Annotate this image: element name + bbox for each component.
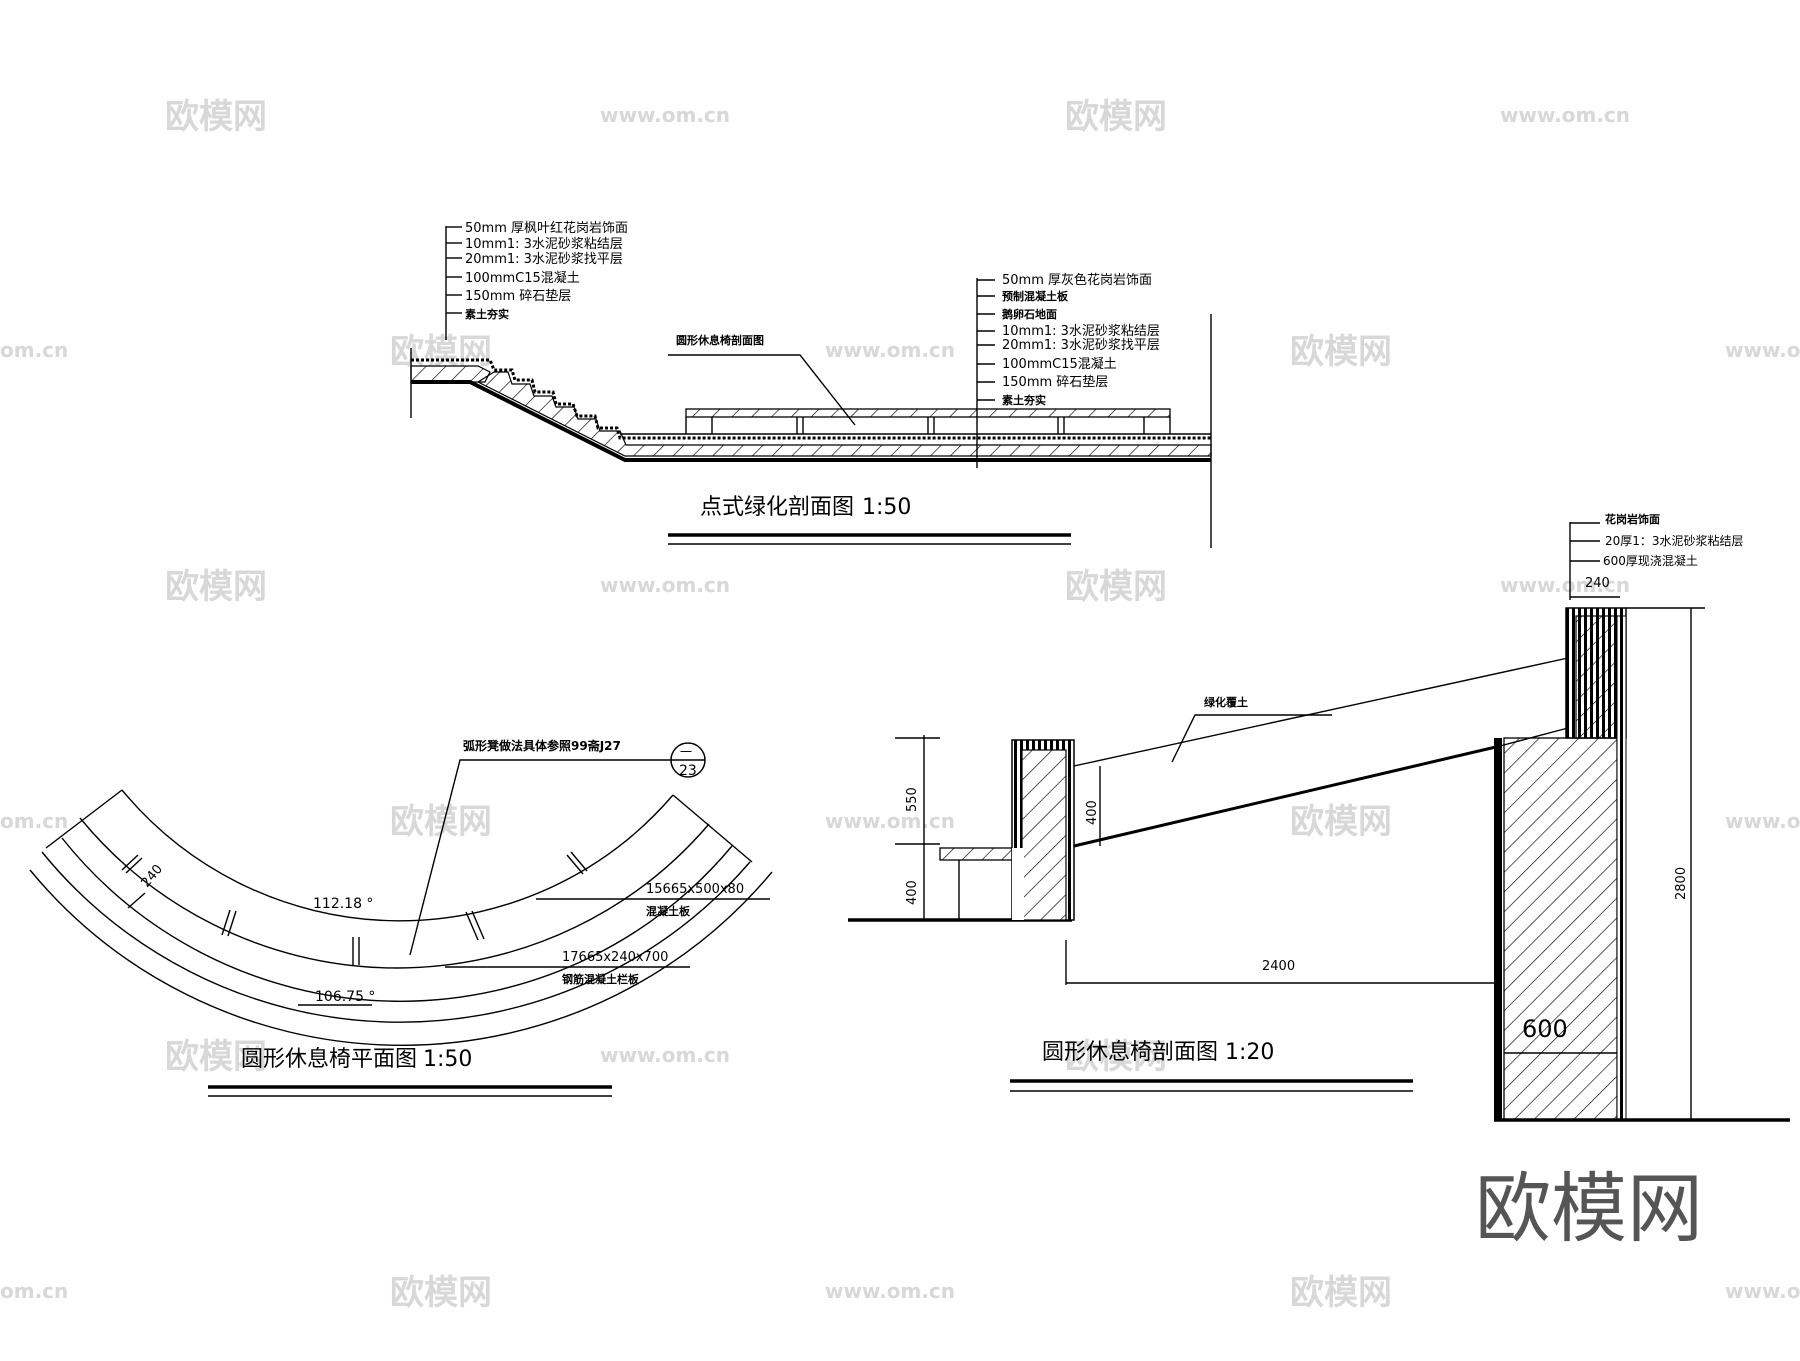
layer-label: 鹅卵石地面 [1002, 307, 1057, 321]
drawing-title: 圆形休息椅剖面图 [1042, 1040, 1218, 1065]
drawing-title: 点式绿化剖面图 [700, 495, 854, 520]
layer-label: 50mm 厚枫叶红花岗岩饰面 [465, 220, 628, 236]
watermark-logo: 欧模网 [1290, 1273, 1392, 1313]
watermark-url: www.om.cn [825, 1279, 955, 1303]
watermark-logo: 欧模网 [1290, 332, 1392, 372]
watermark-logo: 欧模网 [1065, 1037, 1167, 1077]
layer-label: 150mm 碎石垫层 [465, 288, 571, 304]
watermark-url: om.cn [0, 1279, 68, 1303]
bench-plan-drawing: 240 112.18 ° 106.75 ° 弧形凳做法具体参照99斋J27 一 … [29, 738, 773, 1097]
dim-back-height: 550 [905, 787, 920, 812]
layer-label: 20厚1：3水泥砂浆粘结层 [1605, 533, 1744, 548]
watermark-url: www.om.cn [825, 338, 955, 362]
drawing-scale: 1:50 [423, 1047, 472, 1072]
drawing-title: 圆形休息椅平面图 [241, 1047, 417, 1072]
layer-label: 素土夯实 [1002, 393, 1046, 407]
watermark-logo: 欧模网 [1290, 802, 1392, 842]
drawing-scale: 1:20 [1225, 1040, 1274, 1065]
layer-label: 50mm 厚灰色花岗岩饰面 [1002, 272, 1152, 288]
rail-size: 17665x240x700 [562, 950, 668, 965]
watermark-url: om.cn [0, 809, 68, 833]
detail-symbol-top: 一 [680, 745, 692, 759]
soil-label: 绿化覆土 [1204, 695, 1248, 709]
watermark-url: www.om.cn [1500, 103, 1630, 127]
callout-label: 圆形休息椅剖面图 [676, 333, 764, 347]
watermark-logo: 欧模网 [165, 567, 267, 607]
watermark-logo: 欧模网 [390, 332, 492, 372]
slab-size: 15665x500x80 [646, 882, 744, 897]
dim-width: 240 [139, 862, 166, 891]
layer-label: 100mmC15混凝土 [1002, 356, 1117, 372]
watermark-url: www.om.cn [1725, 809, 1800, 833]
watermark-logo: 欧模网 [390, 1273, 492, 1313]
watermark-url: www.om.cn [600, 573, 730, 597]
watermark-url: om.cn [0, 338, 68, 362]
watermark-logo: 欧模网 [1065, 97, 1167, 137]
dim-seat-height: 400 [905, 880, 920, 905]
layer-label: 花岗岩饰面 [1605, 512, 1660, 526]
watermark-url: www.om.cn [1725, 338, 1800, 362]
watermark-layer: 欧模网 www.om.cn 欧模网 www.om.cn om.cn 欧模网 ww… [0, 97, 1800, 1313]
bench-section-drawing: 550 400 400 绿化覆土 600 2400 2800 240 [848, 512, 1790, 1122]
slab-label: 混凝土板 [646, 904, 691, 918]
layer-label: 10mm1: 3水泥砂浆粘结层 [465, 237, 623, 252]
layer-label: 10mm1: 3水泥砂浆粘结层 [1002, 324, 1160, 339]
dim-soil-depth: 400 [1085, 800, 1100, 825]
rail-label: 钢筋混凝土栏板 [562, 972, 640, 986]
dim-total-height: 2800 [1674, 867, 1689, 900]
dim-top-width: 240 [1585, 576, 1610, 591]
layer-label: 预制混凝土板 [1002, 289, 1069, 303]
watermark-url: www.om.cn [1500, 573, 1630, 597]
drawing-scale: 1:50 [862, 495, 911, 520]
layer-label: 100mmC15混凝土 [465, 270, 580, 286]
watermark-url: www.om.cn [1725, 1279, 1800, 1303]
layer-label: 20mm1: 3水泥砂浆找平层 [465, 252, 623, 267]
angle-outer-label: 106.75 ° [315, 989, 375, 1005]
angle-inner-label: 112.18 ° [313, 896, 373, 912]
section-planting-drawing: 50mm 厚枫叶红花岗岩饰面 10mm1: 3水泥砂浆粘结层 20mm1: 3水… [410, 220, 1212, 548]
watermark-url: www.om.cn [600, 1043, 730, 1067]
reference-note: 弧形凳做法具体参照99斋J27 [463, 738, 621, 753]
detail-symbol-bottom: 23 [679, 763, 697, 779]
layer-label: 150mm 碎石垫层 [1002, 374, 1108, 390]
watermark-logo: 欧模网 [1065, 567, 1167, 607]
dim-span: 2400 [1262, 959, 1295, 974]
watermark-brand-large: 欧模网 [1475, 1164, 1703, 1253]
watermark-logo: 欧模网 [165, 1037, 267, 1077]
layer-label: 素土夯实 [465, 307, 509, 321]
layer-label: 600厚现浇混凝土 [1603, 553, 1698, 568]
watermark-url: www.om.cn [600, 103, 730, 127]
watermark-logo: 欧模网 [165, 97, 267, 137]
layer-label: 20mm1: 3水泥砂浆找平层 [1002, 338, 1160, 353]
watermark-url: www.om.cn [825, 809, 955, 833]
dim-wall-thickness: 600 [1522, 1015, 1568, 1043]
